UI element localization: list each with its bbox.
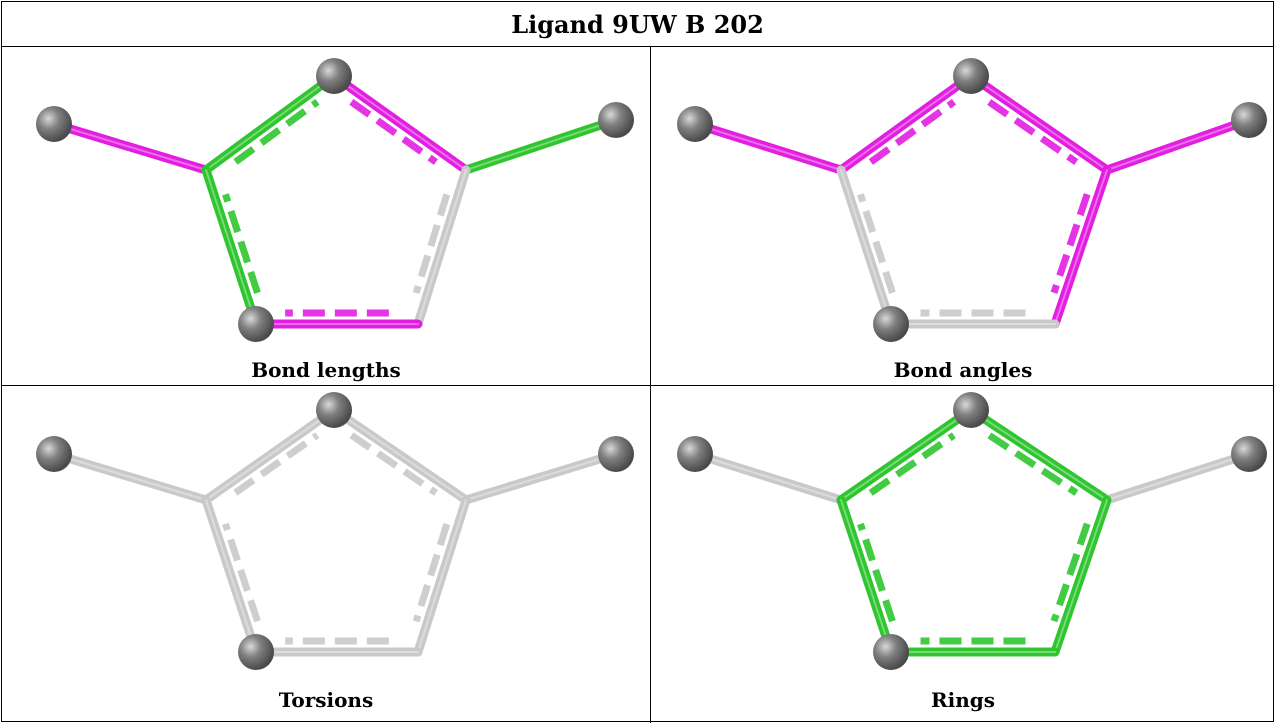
bond-bl-ul xyxy=(836,165,896,329)
atom-bl xyxy=(873,306,909,342)
bond-ul-t xyxy=(836,405,976,505)
bond-ur-br xyxy=(412,495,471,657)
caption-rings: Rings xyxy=(930,688,995,712)
bond-br-bl xyxy=(886,309,1060,329)
caption-bond-lengths: Bond lengths xyxy=(251,358,401,382)
bond-l-ul xyxy=(49,449,211,505)
bond-ur-r xyxy=(1102,115,1254,175)
bond-t-ur xyxy=(966,71,1112,175)
atom-bl xyxy=(238,306,274,342)
molecule-torsions xyxy=(36,392,634,670)
atom-bl xyxy=(873,634,909,670)
atom-t xyxy=(316,58,352,94)
bond-ur-r xyxy=(461,115,621,175)
bond-ur-r xyxy=(461,449,621,505)
bond-l-ul xyxy=(690,449,846,505)
bond-ul-t xyxy=(201,405,339,505)
atom-t xyxy=(953,58,989,94)
bond-bl-ul xyxy=(201,495,261,657)
atom-l xyxy=(677,436,713,472)
atom-t xyxy=(316,392,352,428)
panel-rings: Rings xyxy=(651,386,1275,723)
panel-bond-lengths: Bond lengths xyxy=(2,48,650,385)
caption-bond-angles: Bond angles xyxy=(893,358,1033,382)
caption-torsions: Torsions xyxy=(278,688,374,712)
molecule-bond-lengths xyxy=(36,58,634,342)
bond-l-ul xyxy=(49,119,211,175)
bond-ul-t xyxy=(201,71,339,175)
bond-ur-br xyxy=(412,165,471,329)
bond-t-ur xyxy=(329,405,471,505)
title-row: Ligand 9UW B 202 xyxy=(2,2,1273,47)
bond-bl-ul xyxy=(201,165,261,329)
molecule-rings xyxy=(677,392,1267,670)
atom-t xyxy=(953,392,989,428)
atom-l xyxy=(36,436,72,472)
bond-br-bl xyxy=(886,637,1060,657)
bond-t-ur xyxy=(966,405,1112,505)
atom-bl xyxy=(238,634,274,670)
atom-r xyxy=(1231,436,1267,472)
bond-bl-ul xyxy=(836,495,896,657)
panel-divider-horizontal xyxy=(2,385,1273,386)
atom-r xyxy=(1231,102,1267,138)
bond-br-bl xyxy=(251,637,423,657)
atom-r xyxy=(598,102,634,138)
panel-bond-angles: Bond angles xyxy=(651,48,1275,385)
atom-l xyxy=(36,106,72,142)
figure-title: Ligand 9UW B 202 xyxy=(511,9,764,39)
molecule-bond-angles xyxy=(677,58,1267,342)
panel-torsions: Torsions xyxy=(2,386,650,723)
bond-br-bl xyxy=(251,309,423,329)
bond-ur-r xyxy=(1102,449,1254,505)
atom-r xyxy=(598,436,634,472)
bond-ul-t xyxy=(836,71,976,175)
bond-t-ur xyxy=(329,71,471,175)
atom-l xyxy=(677,106,713,142)
bond-l-ul xyxy=(690,119,846,175)
bond-ur-br xyxy=(1050,495,1112,657)
bond-ur-br xyxy=(1050,165,1112,329)
